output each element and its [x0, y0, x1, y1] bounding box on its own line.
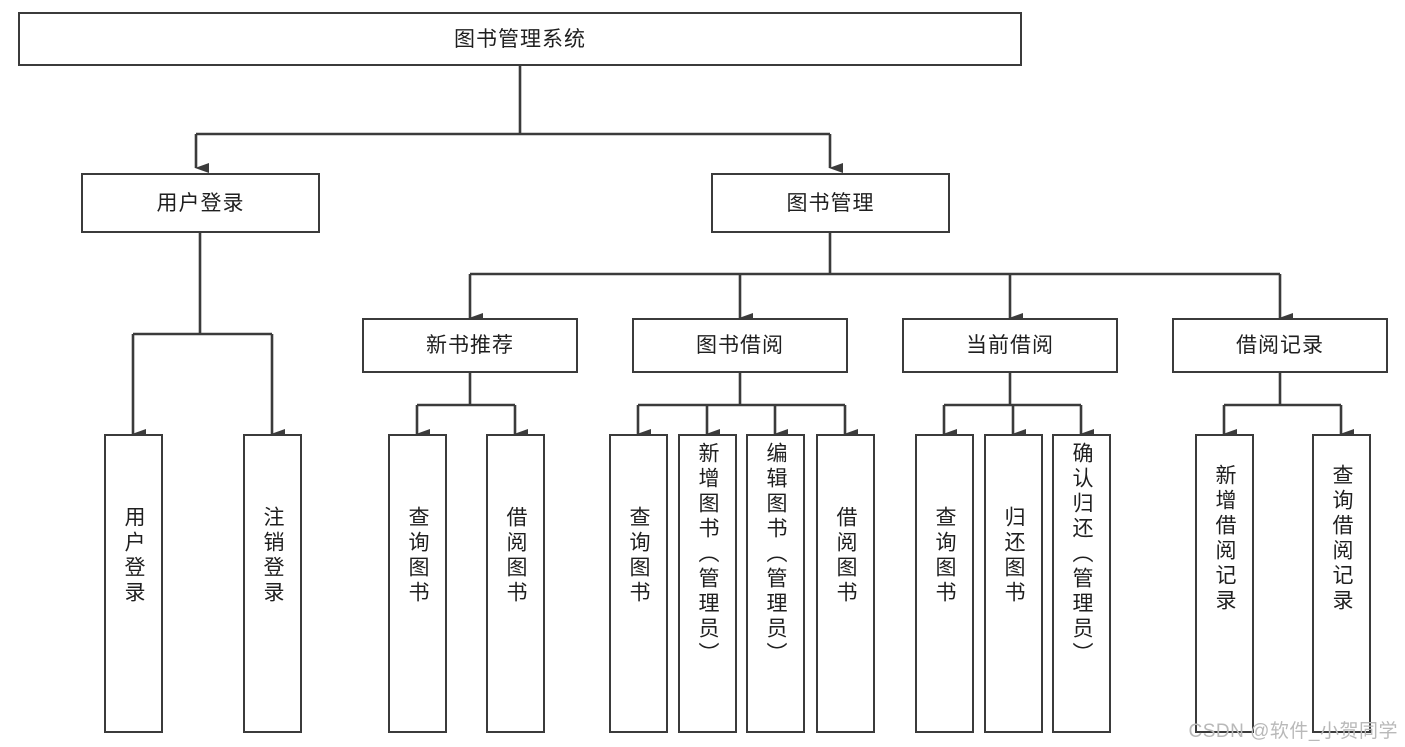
leaf-user-login-1[interactable]: 用户登录 [104, 434, 163, 733]
leaf-borrow-record-2-label: 查询借阅记录 [1330, 464, 1353, 614]
node-borrow-record[interactable]: 借阅记录 [1172, 318, 1388, 373]
node-new-book-recommend[interactable]: 新书推荐 [362, 318, 578, 373]
leaf-borrow-record-1-label: 新增借阅记录 [1213, 464, 1236, 614]
leaf-book-borrow-1[interactable]: 查询图书 [609, 434, 668, 733]
leaf-book-borrow-3-label: 编辑图书（管理员） [764, 442, 787, 667]
leaf-user-login-1-label: 用户登录 [122, 506, 145, 606]
leaf-book-borrow-2-label: 新增图书（管理员） [696, 442, 719, 667]
node-current-borrow[interactable]: 当前借阅 [902, 318, 1118, 373]
node-user-login[interactable]: 用户登录 [81, 173, 320, 233]
leaf-current-borrow-1-label: 查询图书 [933, 506, 956, 606]
leaf-new-book-1-label: 查询图书 [406, 506, 429, 606]
leaf-new-book-2-label: 借阅图书 [504, 506, 527, 606]
node-root-label: 图书管理系统 [454, 27, 586, 51]
node-book-manage[interactable]: 图书管理 [711, 173, 950, 233]
leaf-borrow-record-1[interactable]: 新增借阅记录 [1195, 434, 1254, 733]
leaf-book-borrow-4-label: 借阅图书 [834, 506, 857, 606]
leaf-current-borrow-3-label: 确认归还（管理员） [1070, 442, 1093, 667]
leaf-new-book-2[interactable]: 借阅图书 [486, 434, 545, 733]
node-book-borrow-label: 图书借阅 [696, 334, 784, 357]
leaf-book-borrow-4[interactable]: 借阅图书 [816, 434, 875, 733]
leaf-user-login-2[interactable]: 注销登录 [243, 434, 302, 733]
leaf-current-borrow-2-label: 归还图书 [1002, 506, 1025, 606]
leaf-book-borrow-2[interactable]: 新增图书（管理员） [678, 434, 737, 733]
leaf-book-borrow-3[interactable]: 编辑图书（管理员） [746, 434, 805, 733]
leaf-book-borrow-1-label: 查询图书 [627, 506, 650, 606]
node-user-login-label: 用户登录 [156, 191, 245, 215]
node-borrow-record-label: 借阅记录 [1236, 334, 1324, 357]
node-current-borrow-label: 当前借阅 [966, 334, 1054, 357]
watermark-text: CSDN @软件_小贺同学 [1188, 721, 1398, 742]
leaf-current-borrow-3[interactable]: 确认归还（管理员） [1052, 434, 1111, 733]
leaf-current-borrow-2[interactable]: 归还图书 [984, 434, 1043, 733]
node-book-borrow[interactable]: 图书借阅 [632, 318, 848, 373]
node-book-manage-label: 图书管理 [786, 191, 875, 215]
leaf-current-borrow-1[interactable]: 查询图书 [915, 434, 974, 733]
node-root[interactable]: 图书管理系统 [18, 12, 1022, 66]
node-new-book-recommend-label: 新书推荐 [426, 334, 514, 357]
leaf-new-book-1[interactable]: 查询图书 [388, 434, 447, 733]
leaf-user-login-2-label: 注销登录 [261, 506, 284, 606]
leaf-borrow-record-2[interactable]: 查询借阅记录 [1312, 434, 1371, 733]
